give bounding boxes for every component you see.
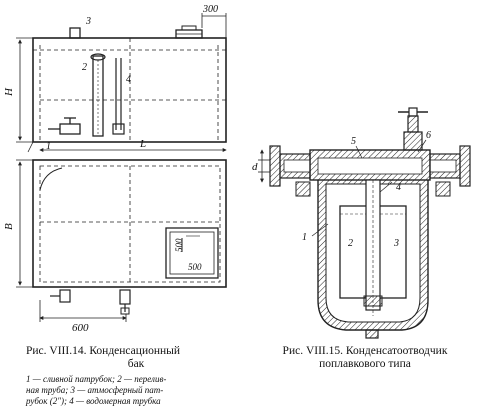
label-600: 600 (72, 322, 89, 334)
tank-elevation-view (16, 13, 227, 153)
label-4-trap: 4 (396, 182, 401, 193)
drain-fittings-plan (50, 289, 131, 315)
label-6-trap: 6 (426, 130, 431, 141)
label-5-trap: 5 (351, 136, 356, 147)
label-4: 4 (126, 74, 131, 85)
label-2: 2 (82, 62, 87, 73)
right-caption-line1: Рис. VIII.15. Конденсатоотводчик (282, 345, 448, 357)
manhole-cover (175, 25, 203, 39)
inlet-flange (269, 145, 281, 187)
legend-line1: 1 — сливной патрубок; 2 — перелив- (26, 374, 167, 384)
label-500-horizontal: 500 (188, 262, 202, 272)
right-caption-line2: поплавкового типа (319, 358, 411, 371)
label-3: 3 (85, 16, 91, 27)
label-3-trap: 3 (393, 238, 399, 249)
right-caption: Рис. VIII.15. Конденсатоотводчик поплавк… (250, 345, 480, 371)
steam-trap-figure: d 1 2 3 4 5 6 (252, 107, 471, 339)
label-300: 300 (202, 4, 218, 15)
condensate-tank-figure: 1 2 3 4 H L B 300 600 500 500 (3, 4, 227, 334)
label-B: B (3, 223, 15, 230)
outlet-flange (459, 145, 471, 187)
left-caption-line2: бак (127, 358, 145, 371)
label-1: 1 (46, 141, 51, 152)
valve-handwheel (398, 107, 428, 151)
left-caption-legend: 1 — сливной патрубок; 2 — перелив- ная т… (26, 374, 246, 406)
left-caption: Рис. VIII.14. Конденсационный бак (26, 345, 246, 371)
label-H: H (3, 87, 15, 97)
label-2-trap: 2 (348, 238, 353, 249)
label-500-vertical: 500 (174, 238, 184, 252)
overflow-pipe (90, 53, 106, 137)
drain-valve (48, 117, 81, 135)
legend-line2: ная труба; 3 — атмосферный пат- (26, 384, 164, 395)
tank-plan-view (16, 159, 227, 322)
label-L: L (139, 138, 146, 150)
water-gauge-tube (112, 58, 125, 135)
left-caption-line1: Рис. VIII.14. Конденсационный (26, 345, 181, 357)
label-d: d (252, 161, 258, 173)
legend-line3: рубок (2"); 4 — водомерная трубка (26, 395, 161, 406)
label-1-trap: 1 (302, 232, 307, 243)
manhole-plan (165, 227, 219, 279)
atmospheric-pipe (69, 27, 81, 39)
